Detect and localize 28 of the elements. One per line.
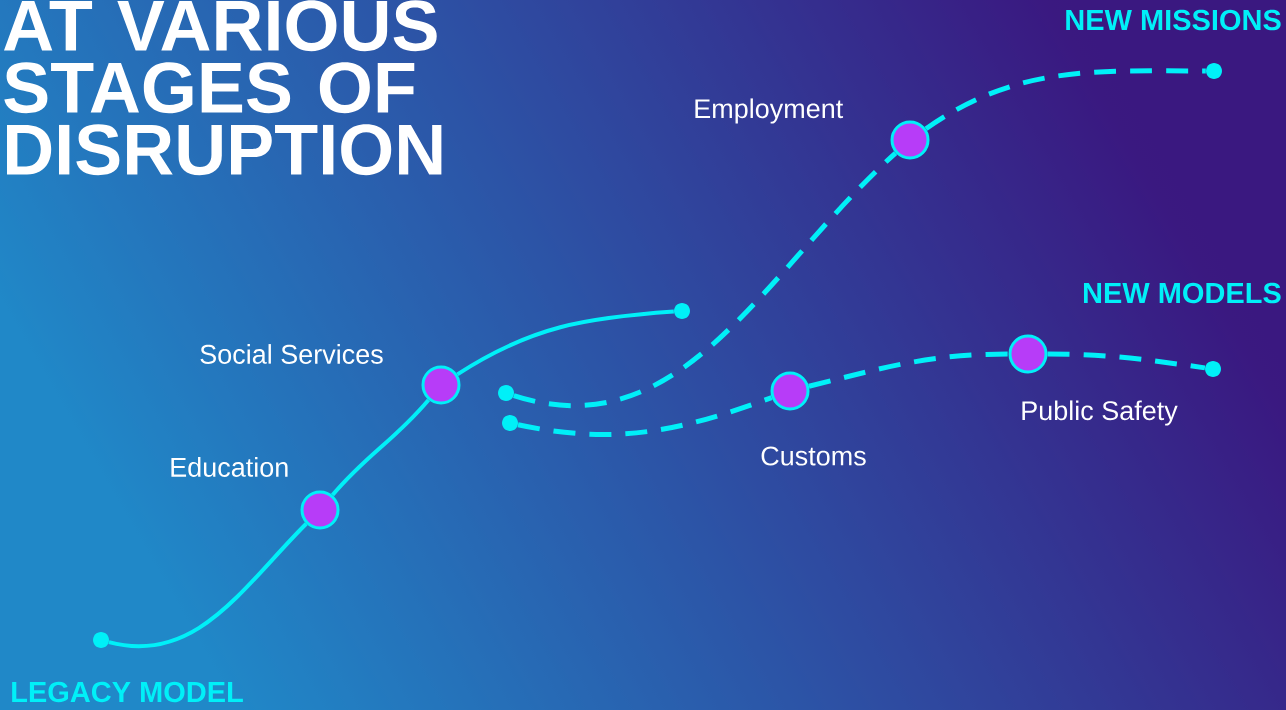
endpoint-dot (1205, 361, 1221, 377)
connector (456, 309, 674, 377)
connector (331, 398, 430, 497)
stage-marker (890, 120, 930, 160)
endpoint-dot (93, 632, 109, 648)
connector (924, 68, 1206, 131)
stage-label: Employment (695, 98, 844, 124)
stage-label: Public Safety (1022, 400, 1178, 426)
stage-label: Education (171, 457, 288, 477)
endpoint-dot (674, 303, 690, 319)
stage-marker (421, 365, 461, 405)
stage-marker (300, 490, 340, 530)
connector (517, 395, 773, 437)
model-label: LEGACY MODEL (12, 681, 243, 703)
endpoint-dot (498, 385, 514, 401)
stage-marker (770, 371, 810, 411)
model-label: NEW MODELS (1084, 282, 1281, 304)
stage-marker (1008, 334, 1048, 374)
endpoint-dot (502, 415, 518, 431)
connector (108, 522, 308, 648)
connector (808, 351, 1009, 389)
endpoint-dot (1206, 63, 1222, 79)
stage-label: Customs (761, 446, 866, 466)
title: AT VARIOUS STAGES OF DISRUPTION (4, 0, 442, 176)
connector (1047, 351, 1206, 371)
connector (513, 151, 898, 408)
stage-label: Social Services (200, 344, 383, 364)
model-label: NEW MISSIONS (1066, 9, 1281, 31)
